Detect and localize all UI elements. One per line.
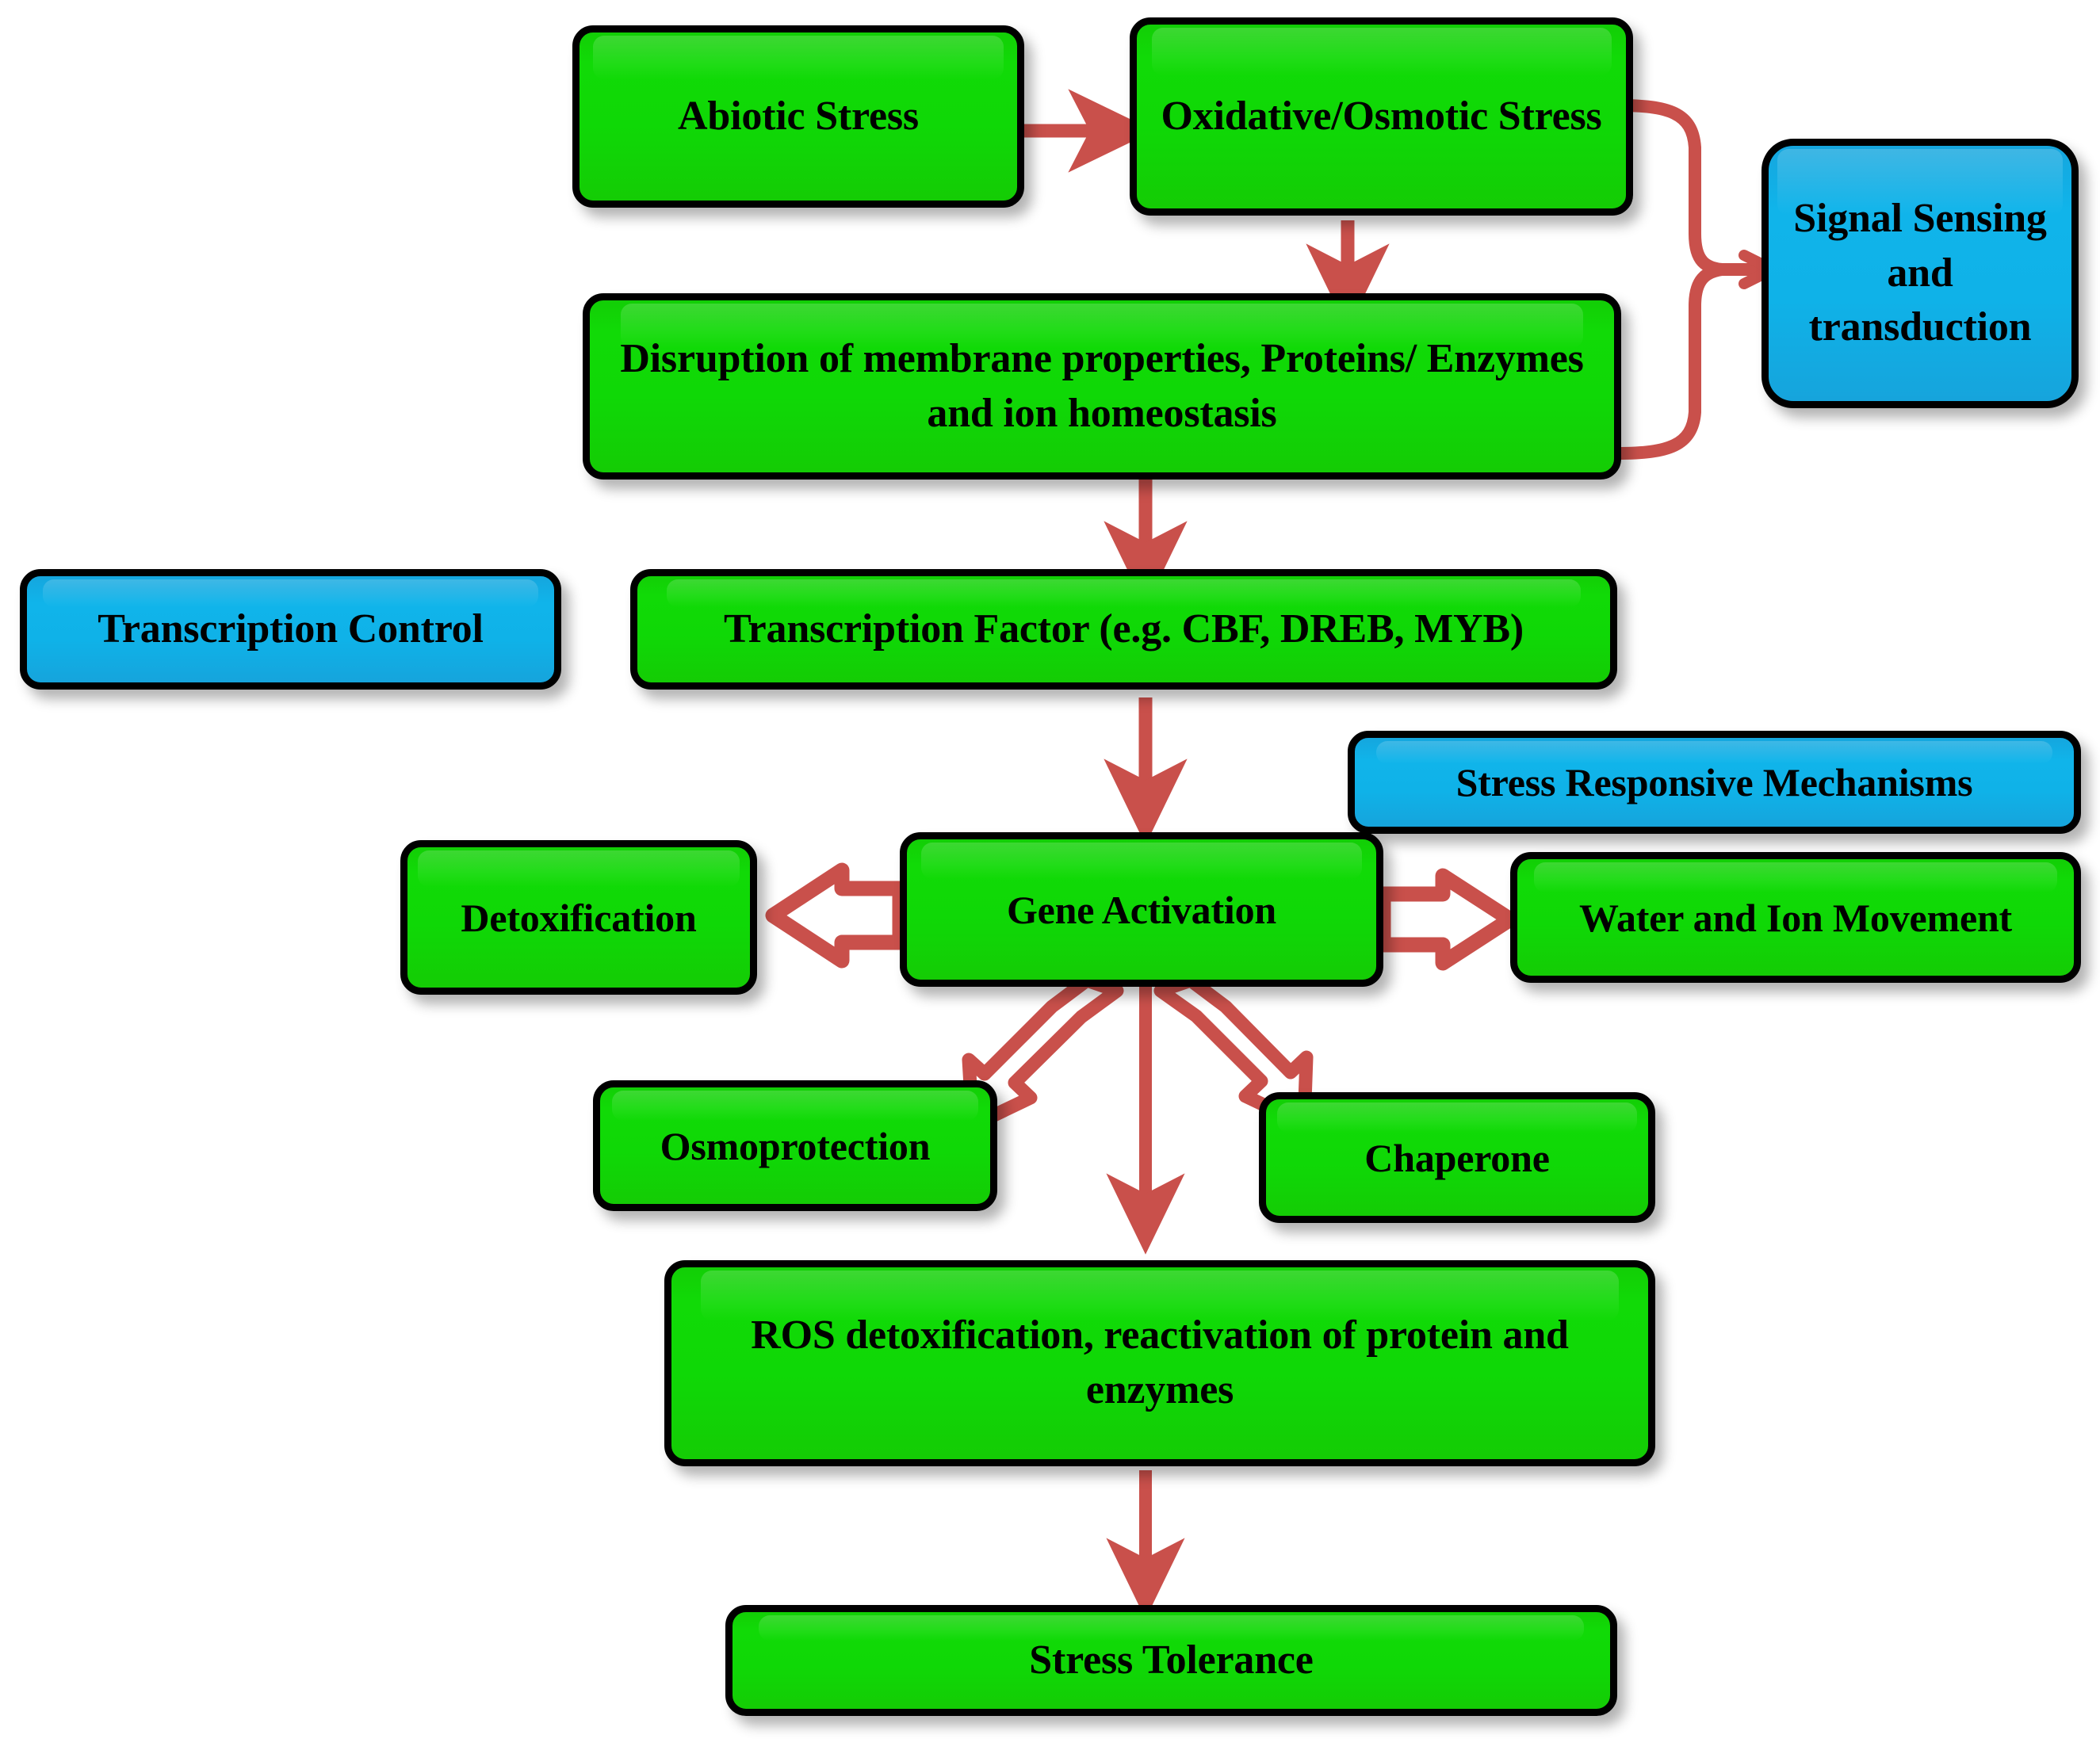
edge-gene-activation-to-detoxification xyxy=(765,862,908,969)
node-signal-sensing-and-transduction-label: Signal Sensing and transduction xyxy=(1793,196,2047,350)
node-disruption-of-membrane-properties-label: Disruption of membrane properties, Prote… xyxy=(620,335,1584,436)
node-stress-responsive-mechanisms-label: Stress Responsive Mechanisms xyxy=(1455,760,1973,804)
node-ros-detoxification[interactable]: ROS detoxification, reactivation of prot… xyxy=(664,1260,1655,1466)
node-detoxification[interactable]: Detoxification xyxy=(400,840,757,995)
edge-gene-activation-to-water-ion-movement xyxy=(1375,868,1518,971)
node-chaperone-label: Chaperone xyxy=(1364,1135,1550,1180)
node-abiotic-stress-label: Abiotic Stress xyxy=(678,93,919,139)
edge-gene-activation-to-osmoprotection xyxy=(962,973,1124,1133)
node-water-and-ion-movement[interactable]: Water and Ion Movement xyxy=(1510,852,2081,983)
node-signal-sensing-and-transduction[interactable]: Signal Sensing and transduction xyxy=(1761,139,2079,408)
node-water-and-ion-movement-label: Water and Ion Movement xyxy=(1578,895,2013,940)
node-transcription-factor[interactable]: Transcription Factor (e.g. CBF, DREB, MY… xyxy=(630,569,1617,690)
node-oxidative-osmotic-stress-label: Oxidative/Osmotic Stress xyxy=(1161,93,1602,139)
node-abiotic-stress[interactable]: Abiotic Stress xyxy=(572,25,1024,208)
node-disruption-of-membrane-properties[interactable]: Disruption of membrane properties, Prote… xyxy=(583,293,1621,480)
node-gene-activation-label: Gene Activation xyxy=(1006,887,1277,932)
edge-brace-to-signal-sensing xyxy=(1611,99,1785,460)
node-gene-activation[interactable]: Gene Activation xyxy=(900,832,1383,987)
node-transcription-control-label: Transcription Control xyxy=(98,606,484,652)
node-osmoprotection[interactable]: Osmoprotection xyxy=(593,1080,997,1211)
node-transcription-control[interactable]: Transcription Control xyxy=(20,569,561,690)
node-detoxification-label: Detoxification xyxy=(461,895,697,940)
node-stress-tolerance[interactable]: Stress Tolerance xyxy=(725,1605,1617,1716)
node-chaperone[interactable]: Chaperone xyxy=(1259,1092,1655,1223)
node-oxidative-osmotic-stress[interactable]: Oxidative/Osmotic Stress xyxy=(1130,17,1633,216)
node-transcription-factor-label: Transcription Factor (e.g. CBF, DREB, MY… xyxy=(724,606,1524,652)
node-stress-responsive-mechanisms[interactable]: Stress Responsive Mechanisms xyxy=(1348,731,2081,834)
node-ros-detoxification-label: ROS detoxification, reactivation of prot… xyxy=(751,1313,1569,1412)
node-stress-tolerance-label: Stress Tolerance xyxy=(1029,1637,1314,1683)
node-osmoprotection-label: Osmoprotection xyxy=(660,1123,931,1168)
